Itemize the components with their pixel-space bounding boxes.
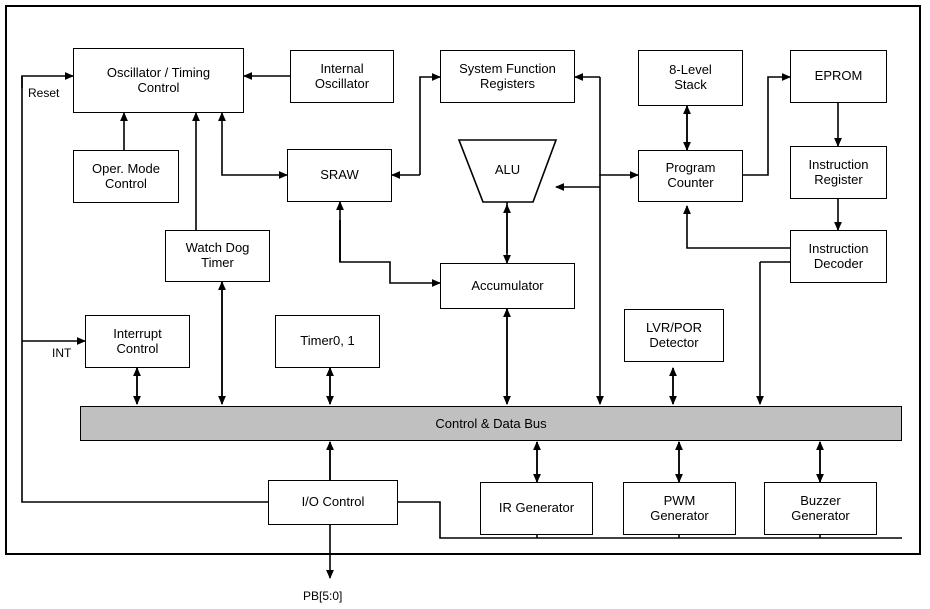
block-ir-generator[interactable]: IR Generator <box>480 482 593 535</box>
signal-label-reset: Reset <box>28 86 60 100</box>
block-interrupt-control[interactable]: Interrupt Control <box>85 315 190 368</box>
block-sraw[interactable]: SRAW <box>287 149 392 202</box>
block-oscillator-timing-control[interactable]: Oscillator / Timing Control <box>73 48 244 113</box>
block-program-counter[interactable]: Program Counter <box>638 150 743 202</box>
signal-label-pb: PB[5:0] <box>303 589 343 603</box>
block-instruction-decoder[interactable]: Instruction Decoder <box>790 230 887 283</box>
line-io-to-peripheral-rail <box>398 501 902 539</box>
block-system-function-registers[interactable]: System Function Registers <box>440 50 575 103</box>
alu-label: ALU <box>494 162 521 177</box>
block-watch-dog-timer[interactable]: Watch Dog Timer <box>165 230 270 282</box>
alu-shape-icon <box>457 139 558 203</box>
line-oscillator-to-sraw <box>221 155 288 179</box>
signal-label-int: INT <box>52 346 72 360</box>
block-lvr-por-detector[interactable]: LVR/POR Detector <box>624 309 724 362</box>
line-decoder-to-pc <box>683 205 790 249</box>
block-internal-oscillator[interactable]: Internal Oscillator <box>290 50 394 103</box>
block-accumulator[interactable]: Accumulator <box>440 263 575 309</box>
block-oper-mode-control[interactable]: Oper. Mode Control <box>73 150 179 203</box>
block-io-control[interactable]: I/O Control <box>268 480 398 525</box>
block-buzzer-generator[interactable]: Buzzer Generator <box>764 482 877 535</box>
block-pwm-generator[interactable]: PWM Generator <box>623 482 736 535</box>
chip-boundary-frame <box>5 5 921 555</box>
block-alu[interactable]: ALU <box>455 136 560 206</box>
block-eprom[interactable]: EPROM <box>790 50 887 103</box>
block-timer0-1[interactable]: Timer0, 1 <box>275 315 380 368</box>
block-instruction-register[interactable]: Instruction Register <box>790 146 887 199</box>
line-sfr-in <box>419 73 441 175</box>
line-pc-to-eprom <box>743 73 791 176</box>
control-and-data-bus[interactable]: Control & Data Bus <box>80 406 902 441</box>
line-left-rail-to-io-control <box>21 76 268 503</box>
block-eight-level-stack[interactable]: 8-Level Stack <box>638 50 743 106</box>
